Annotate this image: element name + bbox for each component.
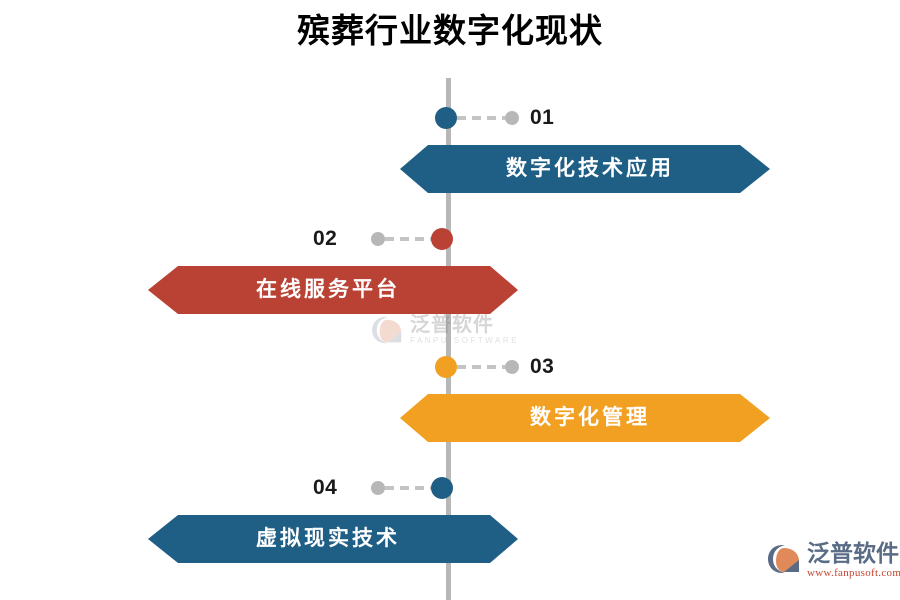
timeline-node-dot-04 <box>431 477 453 499</box>
timeline-end-dot-02 <box>371 232 385 246</box>
brand-logo: 泛普软件 www.fanpusoft.com <box>768 542 900 579</box>
fanpu-logo-mark-icon <box>372 316 402 344</box>
timeline-end-dot-04 <box>371 481 385 495</box>
timeline-connector-03 <box>457 365 505 369</box>
timeline-connector-01 <box>457 116 505 120</box>
timeline-marker-03: 03 <box>435 354 555 380</box>
timeline-banner-04[interactable]: 虚拟现实技术 <box>148 515 518 563</box>
timeline-end-dot-03 <box>505 360 519 374</box>
timeline-number-04: 04 <box>313 476 338 499</box>
timeline-number-03: 03 <box>530 355 555 378</box>
timeline-marker-02: 02 <box>313 226 453 252</box>
timeline-number-02: 02 <box>313 227 338 250</box>
timeline-number-01: 01 <box>530 106 555 129</box>
timeline-marker-04: 04 <box>313 475 453 501</box>
page-title: 殡葬行业数字化现状 <box>297 12 603 49</box>
timeline-node-dot-01 <box>435 107 457 129</box>
watermark-brand-cn: 泛普软件 <box>410 314 494 336</box>
timeline-banner-label-01: 数字化技术应用 <box>506 157 674 180</box>
timeline-end-dot-01 <box>505 111 519 125</box>
timeline-axis <box>446 78 451 600</box>
timeline-banner-03[interactable]: 数字化管理 <box>400 394 770 442</box>
timeline-connector-02 <box>385 237 433 241</box>
timeline-banner-label-04: 虚拟现实技术 <box>256 527 400 550</box>
timeline-node-dot-02 <box>431 228 453 250</box>
timeline-banner-label-02: 在线服务平台 <box>256 278 400 301</box>
brand-logo-text-group: 泛普软件 www.fanpusoft.com <box>807 542 900 579</box>
timeline-banner-label-03: 数字化管理 <box>530 406 650 429</box>
brand-logo-url: www.fanpusoft.com <box>807 567 900 579</box>
watermark-text-group: 泛普软件 FANPU SOFTWARE <box>410 315 519 345</box>
timeline-connector-04 <box>385 486 433 490</box>
timeline-marker-01: 01 <box>435 105 555 131</box>
timeline-node-dot-03 <box>435 356 457 378</box>
watermark-brand-en: FANPU SOFTWARE <box>410 336 519 345</box>
brand-logo-cn: 泛普软件 <box>807 540 899 566</box>
timeline-banner-02[interactable]: 在线服务平台 <box>148 266 518 314</box>
timeline-banner-01[interactable]: 数字化技术应用 <box>400 145 770 193</box>
fanpu-logo-mark-icon <box>768 545 799 573</box>
